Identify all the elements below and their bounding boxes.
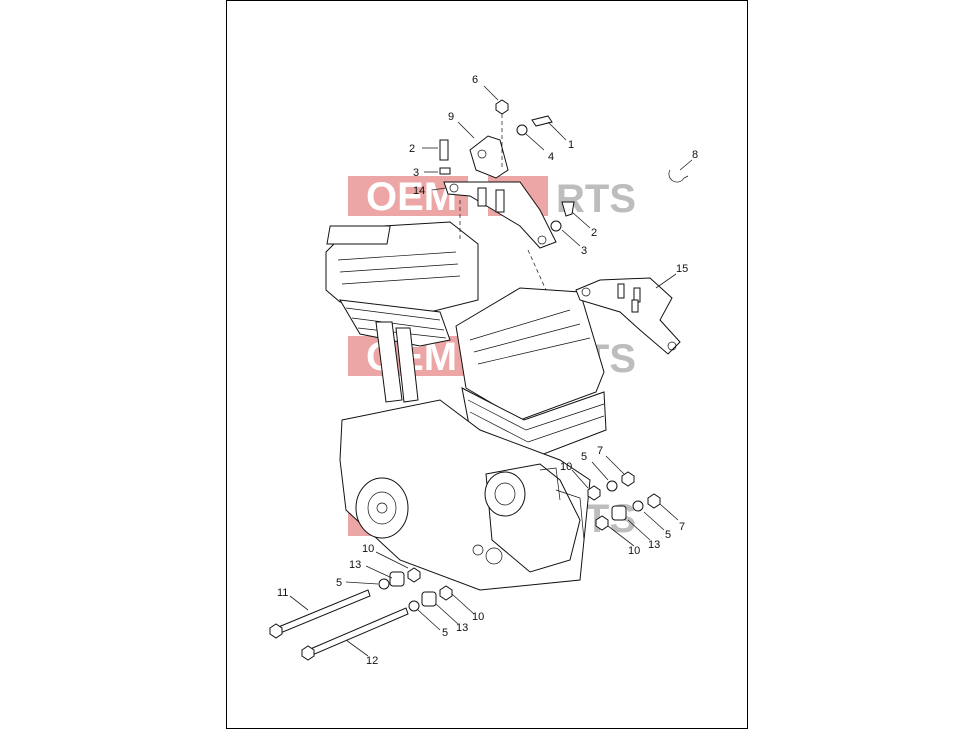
callout-labels: 6 9 1 4 2 3 14 2 3 8 15 7 5 10 7 5 13 10… <box>277 74 698 667</box>
callout-12: 12 <box>366 655 378 667</box>
callout-7: 7 <box>597 445 603 457</box>
upper-brackets <box>439 99 689 355</box>
callout-7: 7 <box>679 521 685 533</box>
callout-3: 3 <box>581 245 587 257</box>
callout-5: 5 <box>581 451 587 463</box>
callout-10: 10 <box>362 543 374 555</box>
callout-2: 2 <box>591 227 597 239</box>
callout-13: 13 <box>648 539 660 551</box>
callout-8: 8 <box>692 149 698 161</box>
watermark-brand-left: OEM <box>366 175 457 219</box>
callout-1: 1 <box>568 139 574 151</box>
callout-3: 3 <box>413 167 419 179</box>
callout-10: 10 <box>628 545 640 557</box>
callout-5: 5 <box>665 529 671 541</box>
callout-10: 10 <box>472 611 484 623</box>
callout-14: 14 <box>413 185 425 197</box>
callout-15: 15 <box>676 263 688 275</box>
callout-4: 4 <box>548 151 554 163</box>
leader-lines <box>289 85 693 657</box>
callout-9: 9 <box>448 111 454 123</box>
callout-10: 10 <box>560 461 572 473</box>
callout-2: 2 <box>409 143 415 155</box>
callout-11: 11 <box>277 587 288 599</box>
callout-13: 13 <box>349 559 361 571</box>
engine-illustration <box>325 221 607 591</box>
lower-hardware <box>269 471 661 661</box>
callout-5: 5 <box>336 577 342 589</box>
callout-5: 5 <box>442 627 448 639</box>
callout-13: 13 <box>456 622 468 634</box>
callout-6: 6 <box>472 74 478 86</box>
